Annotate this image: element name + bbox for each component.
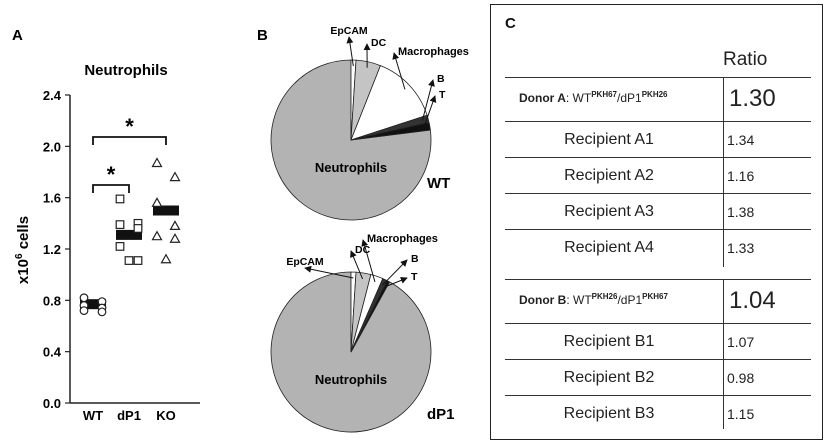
- ratio-value: 1.07: [727, 334, 755, 350]
- data-point: [115, 194, 125, 204]
- pie-label-arrow: [346, 36, 354, 67]
- data-point: [79, 306, 89, 316]
- pie-group-label: WT: [427, 175, 450, 192]
- recipient-name: Recipient B2: [563, 369, 655, 386]
- mean-bar: [116, 229, 142, 240]
- ratio-value: 0.98: [727, 370, 755, 386]
- pie-label-t: T: [439, 89, 446, 101]
- y-tick-label: 2.0: [43, 139, 61, 154]
- ratio-column-header: Ratio: [723, 49, 768, 70]
- data-point: [169, 233, 181, 243]
- pie-label-b: B: [437, 73, 445, 85]
- pie-label-epcam: EpCAM: [330, 25, 368, 37]
- data-point: [115, 242, 125, 251]
- y-tick-label: 0.8: [43, 293, 61, 308]
- pie-group-label: dP1: [427, 406, 455, 423]
- pie-label-dc: DC: [355, 244, 371, 256]
- data-point: [79, 293, 89, 303]
- data-point: [151, 230, 163, 241]
- pie-label-macro: Macrophages: [367, 233, 438, 245]
- mean-bar: [153, 205, 179, 216]
- pie-label-neutrophils: Neutrophils: [315, 160, 387, 175]
- donor-row: Donor A: WTPKH67/dP1PKH26 1.30: [505, 77, 811, 122]
- significance-star: *: [125, 114, 134, 139]
- recipient-row: Recipient A1 1.34: [505, 121, 811, 158]
- panel-c-letter: C: [505, 15, 516, 32]
- pie-label-arrow: [421, 79, 435, 121]
- mean-bar: [80, 299, 106, 310]
- data-point: [169, 171, 181, 182]
- pie-slice-t: [350, 122, 431, 141]
- pie-label-arrow: [382, 259, 408, 286]
- data-point: [151, 197, 163, 207]
- significance-bracket: [92, 184, 130, 193]
- panel-a-letter: A: [12, 27, 23, 44]
- recipient-name: Recipient B3: [563, 405, 655, 422]
- pie-label-dc: DC: [371, 37, 387, 49]
- data-point: [151, 157, 163, 168]
- x-tick-label: KO: [156, 408, 176, 423]
- pie-label-neutrophils: Neutrophils: [315, 372, 387, 387]
- recipient-row: Recipient A3 1.38: [505, 193, 811, 230]
- donor-label: Donor A: WTPKH67/dP1PKH26: [519, 90, 668, 106]
- recipient-name: Recipient A2: [564, 167, 654, 184]
- donor-label: Donor B: WTPKH26/dP1PKH67: [519, 292, 668, 308]
- pie-label-t: T: [411, 271, 418, 283]
- panel-a-title: Neutrophils: [84, 62, 167, 79]
- pie-label-macro: Macrophages: [398, 46, 469, 58]
- ratio-value: 1.34: [727, 132, 755, 148]
- panel-a-y-axis-label: x106 cells: [14, 216, 32, 284]
- recipient-name: Recipient A1: [564, 131, 654, 148]
- y-tick-label: 0.4: [43, 345, 62, 360]
- data-point: [124, 256, 134, 265]
- y-tick-label: 1.2: [43, 242, 61, 257]
- data-point: [115, 220, 125, 230]
- recipient-name: Recipient A4: [564, 239, 654, 256]
- data-point: [97, 307, 107, 317]
- ratio-value: 1.30: [729, 85, 776, 112]
- pie-slice-t: [350, 280, 391, 353]
- ratio-value: 1.33: [727, 240, 755, 256]
- y-tick-label: 1.6: [43, 191, 61, 206]
- ratio-value: 1.38: [727, 204, 755, 220]
- ratio-value: 1.15: [727, 406, 755, 422]
- column-divider: [723, 77, 724, 267]
- pie-label-epcam: EpCAM: [286, 256, 324, 268]
- panel-b-letter: B: [257, 27, 268, 44]
- donor-row: Donor B: WTPKH26/dP1PKH67 1.04: [505, 279, 811, 324]
- x-tick-label: dP1: [117, 408, 141, 423]
- panel-a-scatter-chart: A Neutrophils x106 cells 0.0 0.4 0.8 1.2 1.6…: [12, 27, 200, 423]
- pie-label-arrow: [392, 52, 406, 90]
- recipient-row: Recipient B3 1.15: [505, 395, 811, 432]
- data-point: [133, 256, 143, 265]
- recipient-row: Recipient A2 1.16: [505, 157, 811, 194]
- recipient-name: Recipient B1: [563, 333, 655, 350]
- y-tick-label: 2.4: [43, 88, 62, 103]
- pie-label-arrow: [304, 265, 354, 279]
- y-tick-label: 0.0: [43, 396, 61, 411]
- recipient-row: Recipient B2 0.98: [505, 359, 811, 396]
- data-point: [133, 224, 143, 233]
- pie-label-arrow: [361, 239, 376, 283]
- data-point: [160, 253, 172, 264]
- ratio-value: 1.16: [727, 168, 755, 184]
- pie-label-arrow: [385, 277, 408, 288]
- data-point: [169, 220, 181, 230]
- x-tick-label: WT: [83, 408, 103, 423]
- pie-label-b: B: [411, 253, 419, 265]
- significance-bracket: [92, 136, 167, 145]
- recipient-name: Recipient A3: [564, 203, 654, 220]
- recipient-row: Recipient A4 1.33: [505, 229, 811, 266]
- recipient-row: Recipient B1 1.07: [505, 323, 811, 360]
- significance-star: *: [107, 162, 116, 187]
- pie-label-arrow: [423, 95, 437, 128]
- pie-label-arrow: [350, 250, 364, 280]
- column-divider: [723, 279, 724, 429]
- ratio-value: 1.04: [729, 287, 776, 314]
